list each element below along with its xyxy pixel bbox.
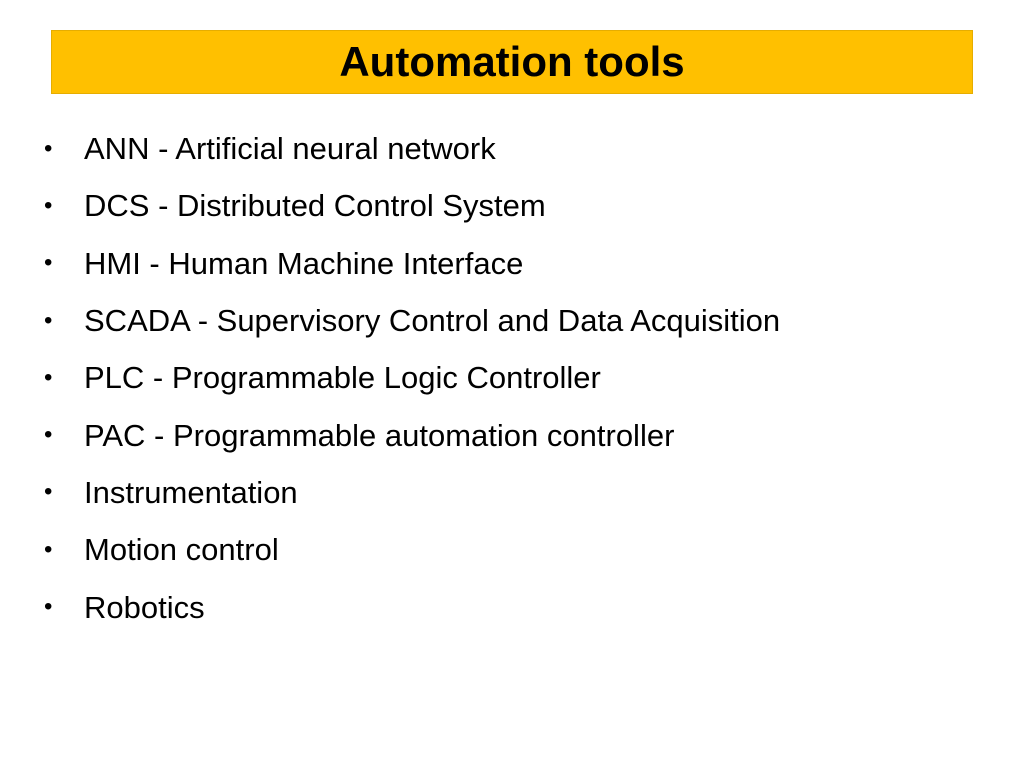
bullet-list: • ANN - Artificial neural network • DCS … (0, 120, 1024, 636)
bullet-icon: • (44, 306, 53, 334)
bullet-icon: • (44, 363, 53, 391)
list-item: • SCADA - Supervisory Control and Data A… (0, 292, 1024, 349)
list-item-text: ANN - Artificial neural network (84, 131, 496, 167)
bullet-icon: • (44, 249, 53, 277)
title-banner: Automation tools (51, 30, 973, 94)
list-item-text: PAC - Programmable automation controller (84, 417, 675, 453)
list-item-text: PLC - Programmable Logic Controller (84, 360, 601, 396)
list-item-text: Instrumentation (84, 474, 298, 510)
slide-title: Automation tools (339, 38, 685, 85)
bullet-icon: • (44, 535, 53, 563)
list-item: • Robotics (0, 578, 1024, 635)
list-item-text: HMI - Human Machine Interface (84, 245, 524, 281)
list-item: • PAC - Programmable automation controll… (0, 406, 1024, 463)
list-item-text: Robotics (84, 589, 205, 625)
list-item-text: SCADA - Supervisory Control and Data Acq… (84, 303, 781, 339)
bullet-icon: • (44, 191, 53, 219)
bullet-icon: • (44, 421, 53, 449)
bullet-icon: • (44, 134, 53, 162)
bullet-icon: • (44, 478, 53, 506)
list-item: • Motion control (0, 521, 1024, 578)
list-item: • PLC - Programmable Logic Controller (0, 349, 1024, 406)
list-item: • ANN - Artificial neural network (0, 120, 1024, 177)
list-item: • HMI - Human Machine Interface (0, 235, 1024, 292)
list-item-text: DCS - Distributed Control System (84, 188, 546, 224)
list-item: • Instrumentation (0, 464, 1024, 521)
bullet-icon: • (44, 593, 53, 621)
list-item-text: Motion control (84, 532, 279, 568)
list-item: • DCS - Distributed Control System (0, 177, 1024, 234)
